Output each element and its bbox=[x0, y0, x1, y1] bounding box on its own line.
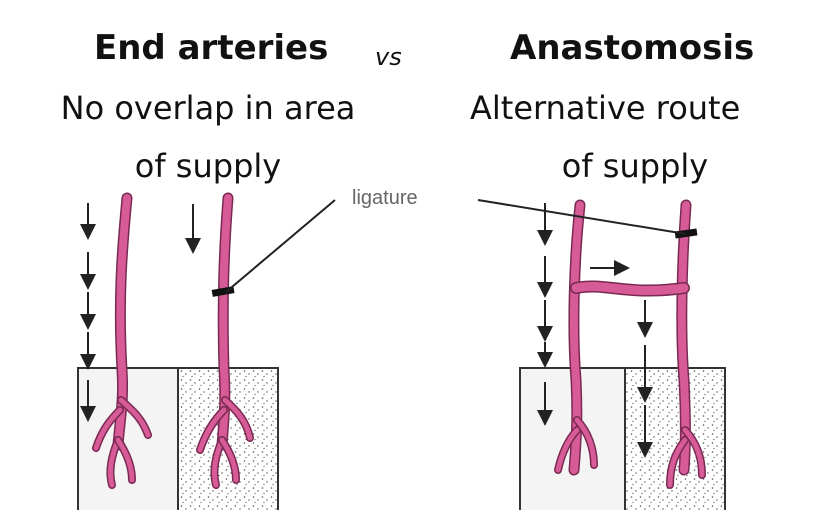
ligature-pointer-left bbox=[226, 200, 335, 292]
tissue-box-right-stippled bbox=[625, 368, 725, 510]
tissue-box-left-clear bbox=[78, 368, 178, 510]
ligature-label: ligature bbox=[352, 187, 418, 209]
